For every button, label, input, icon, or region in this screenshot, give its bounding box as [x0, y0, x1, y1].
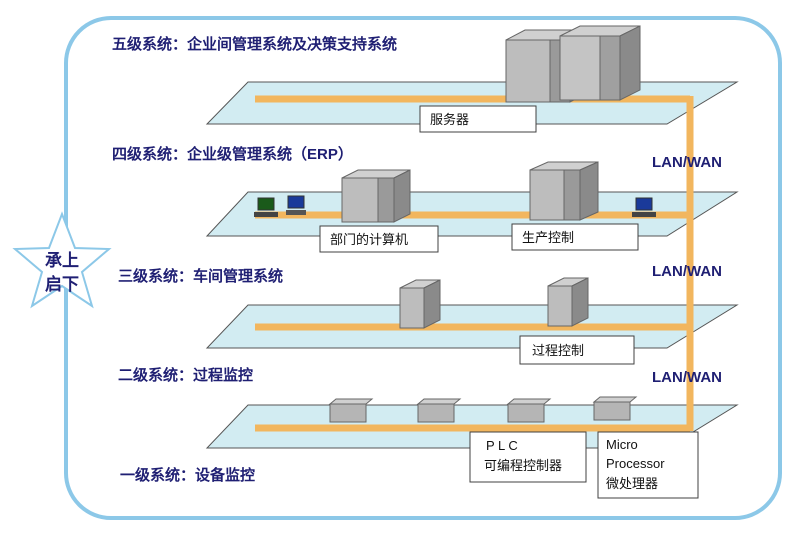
plc-label-line1: P L C [486, 438, 518, 453]
server-rack-icon [505, 25, 641, 103]
server-box [419, 105, 537, 133]
dept-computer-box [319, 225, 439, 253]
dept-computer-label: 部门的计算机 [330, 232, 408, 247]
network-label-3: LAN/WAN [652, 369, 722, 386]
production-server-icon [529, 161, 599, 221]
star-label-line2: 启下 [45, 274, 79, 294]
microprocessor-box [597, 431, 699, 499]
star-label-line1: 承上 [45, 251, 79, 270]
network-label-1: LAN/WAN [652, 154, 722, 171]
plc-label-line2: 可编程控制器 [484, 458, 562, 473]
production-control-label: 生产控制 [522, 230, 574, 245]
level2-title: 二级系统：过程监控 [118, 366, 253, 384]
plc-box [469, 431, 587, 483]
level5-title: 五级系统：企业间管理系统及决策支持系统 [112, 35, 397, 53]
level3-title: 三级系统：车间管理系统 [118, 267, 283, 285]
workstation-icons [254, 195, 656, 217]
department-computer-icon [341, 169, 411, 223]
workshop-device-icons [399, 277, 589, 329]
process-control-label: 过程控制 [532, 343, 584, 358]
micro-label-line3: 微处理器 [606, 476, 658, 491]
controller-device-icons [328, 396, 638, 423]
server-label: 服务器 [430, 112, 469, 127]
level4-title: 四级系统：企业级管理系统（ERP） [112, 145, 353, 163]
network-label-2: LAN/WAN [652, 263, 722, 280]
micro-label-line2: Processor [606, 456, 665, 471]
production-control-box [511, 223, 639, 251]
process-control-box [519, 335, 635, 365]
star-icon [12, 211, 112, 309]
level1-title: 一级系统：设备监控 [120, 466, 255, 484]
micro-label-line1: Micro [606, 437, 638, 452]
